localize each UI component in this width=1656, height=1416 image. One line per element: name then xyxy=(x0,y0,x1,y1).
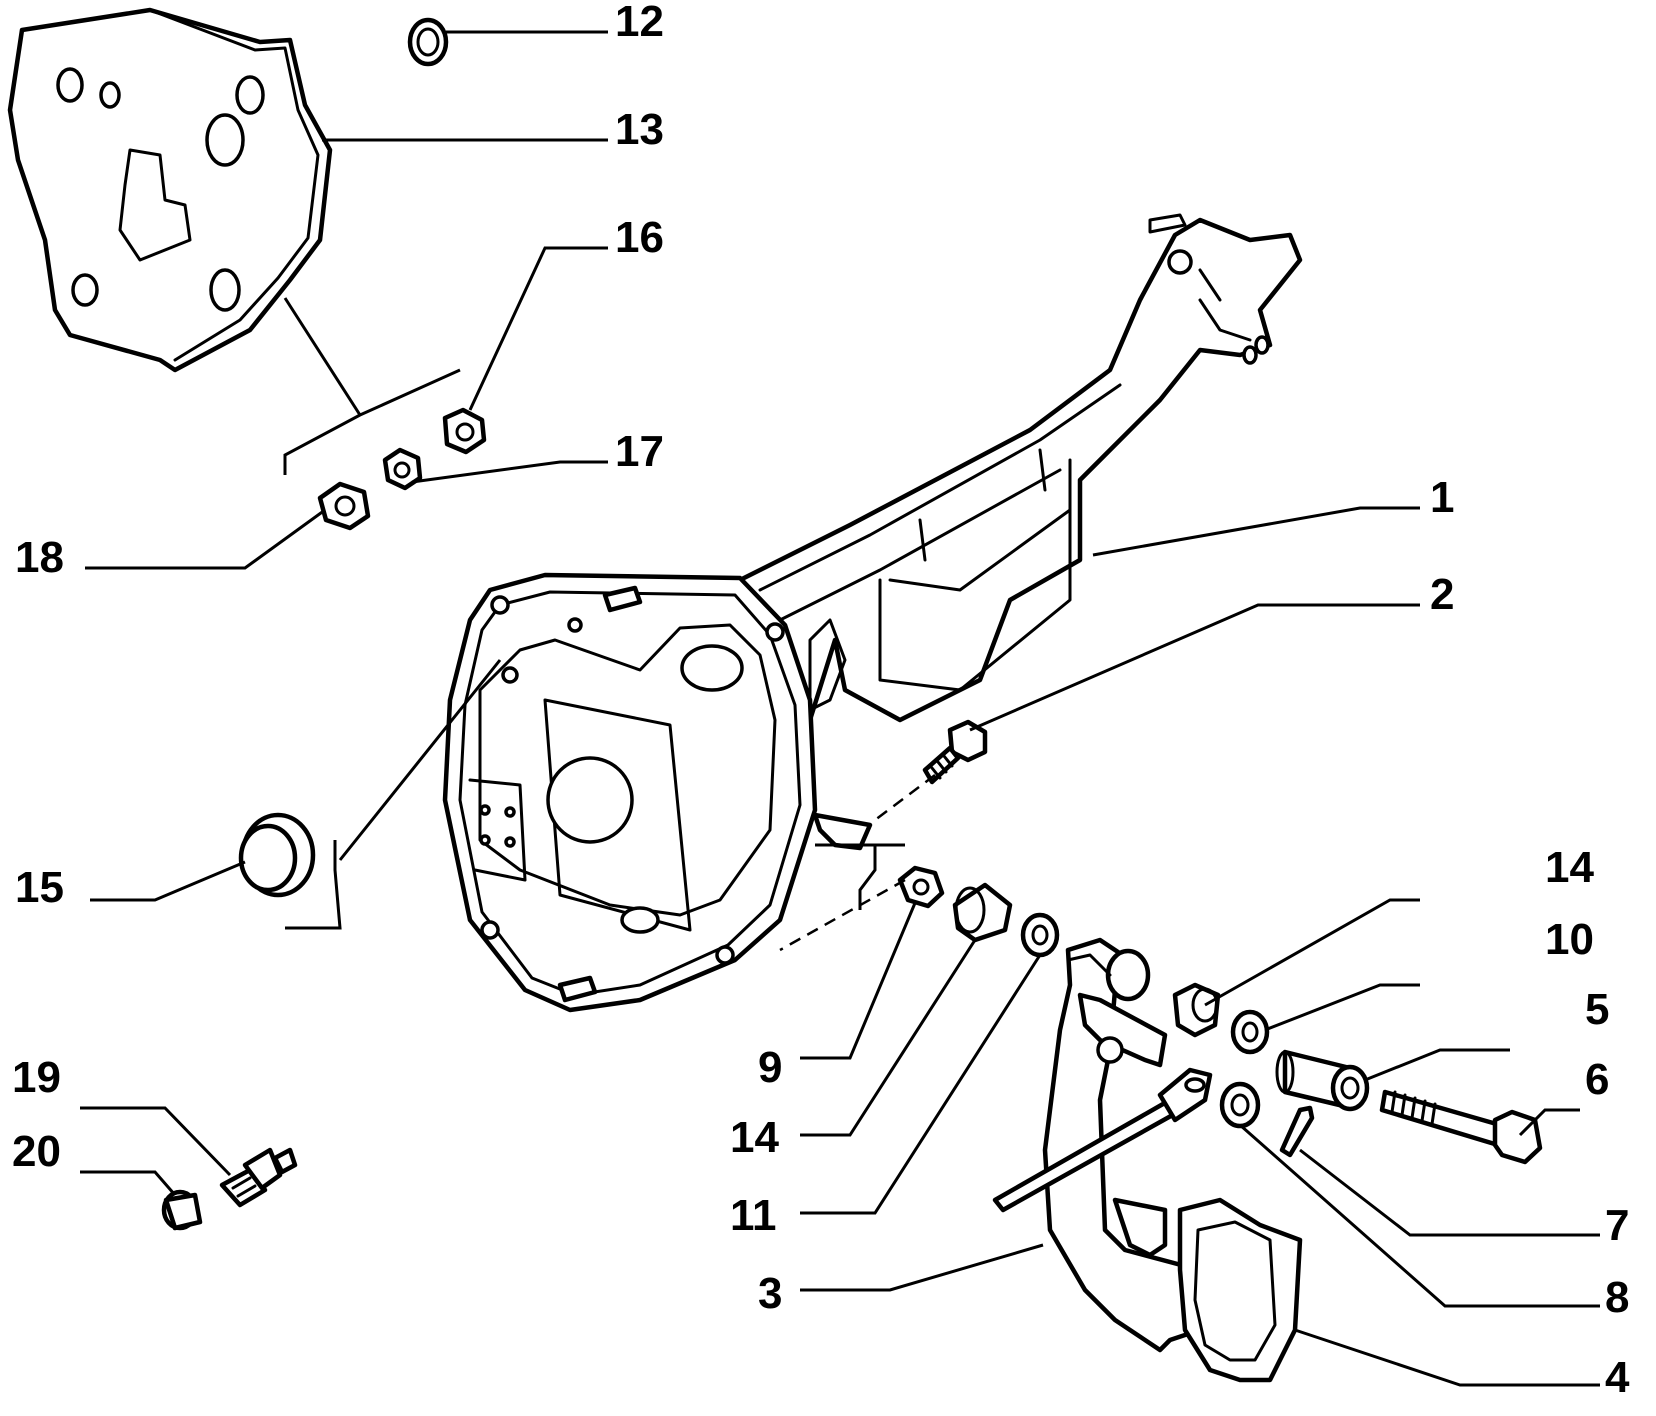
backing-plate-hole xyxy=(680,644,744,692)
part-17-nut xyxy=(382,447,423,491)
callout-19: 19 xyxy=(12,1053,61,1102)
callout-7: 7 xyxy=(1605,1201,1629,1250)
callout-2: 2 xyxy=(1430,570,1454,619)
callout-6: 6 xyxy=(1585,1055,1609,1104)
part-14-bushing-right xyxy=(1172,982,1221,1038)
part-1-backing-plate xyxy=(442,572,873,1013)
callout-16: 16 xyxy=(615,213,664,262)
callout-15: 15 xyxy=(15,863,64,912)
gasket-hole xyxy=(205,113,245,167)
part-2-bolt xyxy=(922,719,988,785)
part-5-spacer-tube xyxy=(1275,1049,1370,1112)
part-20-cap xyxy=(161,1189,203,1231)
callout-18: 18 xyxy=(15,533,64,582)
callout-14-right: 14 xyxy=(1545,843,1594,892)
part-6-bolt xyxy=(1379,1089,1543,1165)
callout-5: 5 xyxy=(1585,985,1609,1034)
leader-lines xyxy=(80,30,1600,1387)
callout-3: 3 xyxy=(758,1269,782,1318)
part-15-rubber-plug xyxy=(238,812,316,898)
gasket-slot xyxy=(118,148,192,262)
bolt-dashed-leader xyxy=(874,774,936,821)
callout-13: 13 xyxy=(615,105,664,154)
part-9-nut xyxy=(897,865,945,909)
callout-8: 8 xyxy=(1605,1273,1629,1322)
callout-labels: 12 13 16 17 18 1 2 15 14 10 5 6 9 14 11 … xyxy=(12,0,1630,1402)
gasket-hole xyxy=(71,273,99,307)
part-8-washer xyxy=(1219,1081,1261,1129)
bracket-detail-line xyxy=(858,845,877,910)
gasket-hole xyxy=(235,75,265,115)
callout-4: 4 xyxy=(1605,1353,1630,1402)
stud xyxy=(557,975,598,1003)
backing-plate-hole xyxy=(620,906,660,934)
gasket-hole xyxy=(56,67,84,103)
part-4-pedal-pad xyxy=(1177,1197,1303,1383)
part-19-switch xyxy=(219,1147,298,1208)
part-1-pedal-support-frame xyxy=(737,213,1303,743)
callout-20: 20 xyxy=(12,1127,61,1176)
part-11-washer xyxy=(1020,912,1060,958)
callout-17: 17 xyxy=(615,427,664,476)
callout-12: 12 xyxy=(615,0,664,46)
bracket-tab xyxy=(812,812,873,851)
part-13-gasket xyxy=(7,7,333,373)
part-12-ring xyxy=(407,17,449,67)
part-18-flange-nut xyxy=(317,481,371,531)
part-7-cotter-pin xyxy=(1279,1105,1315,1158)
stud xyxy=(602,585,643,613)
part-16-flange-nut xyxy=(442,407,487,455)
gasket-bracket-lines xyxy=(283,297,461,475)
callout-9: 9 xyxy=(758,1043,782,1092)
nut-dashed-leader xyxy=(779,878,906,952)
gasket-hole xyxy=(99,81,121,109)
backing-plate-hole xyxy=(546,756,634,844)
callout-1: 1 xyxy=(1430,473,1454,522)
part-14-bushing-left xyxy=(952,882,1013,943)
callout-14-left: 14 xyxy=(730,1113,779,1162)
part-10-washer xyxy=(1230,1009,1270,1055)
gasket-hole xyxy=(209,268,241,312)
callout-11: 11 xyxy=(730,1191,777,1240)
callout-10: 10 xyxy=(1545,915,1594,964)
